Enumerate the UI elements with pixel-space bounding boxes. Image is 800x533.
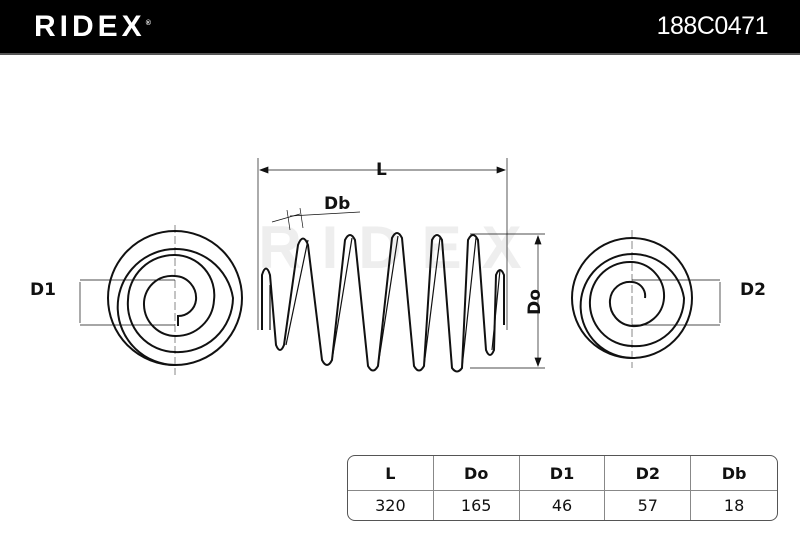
brand-text: RIDEX	[34, 10, 146, 43]
label-D1: D1	[30, 280, 56, 300]
value-D1: 46	[520, 491, 606, 520]
label-Do: Do	[524, 289, 545, 315]
right-end-view	[571, 230, 721, 368]
dimension-lines	[257, 158, 545, 369]
table-row: 320 165 46 57 18	[348, 491, 777, 520]
label-L: L	[376, 160, 387, 180]
header-D2: D2	[605, 456, 692, 491]
value-D2: 57	[605, 491, 692, 520]
header-D1: D1	[519, 456, 606, 491]
value-Do: 165	[434, 491, 520, 520]
label-Db: Db	[324, 194, 351, 214]
value-Db: 18	[723, 496, 745, 515]
header-Do: Do	[433, 456, 520, 491]
value-L: 320	[348, 491, 434, 520]
header-L: L	[348, 456, 434, 491]
header-Db: Db	[691, 456, 777, 491]
header-bar: RIDEX® 188C0471	[0, 0, 800, 55]
table-header-row: L Do D1 D2 Db	[348, 456, 777, 491]
label-D2: D2	[740, 280, 766, 300]
brand-logo: RIDEX®	[34, 10, 151, 43]
left-end-view	[79, 225, 243, 375]
spring-side-view	[261, 232, 505, 373]
dimensions-table: L Do D1 D2 Db 320 165 46 57 18	[347, 455, 778, 521]
part-number: 188C0471	[656, 12, 769, 40]
